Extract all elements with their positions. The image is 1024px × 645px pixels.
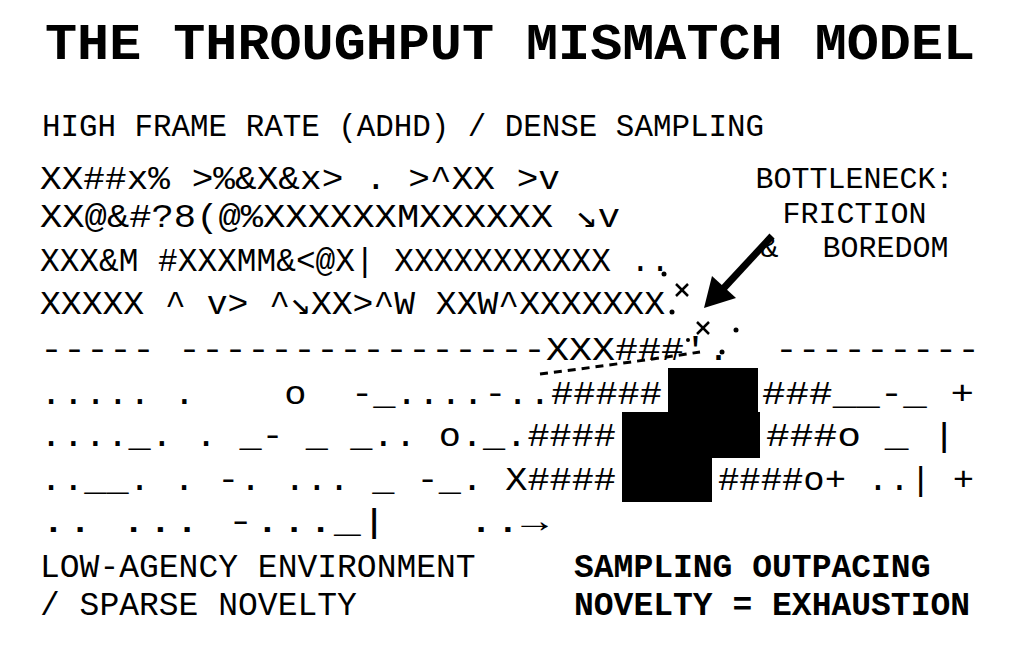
scatter-marks xyxy=(676,284,709,334)
ascii-row: XX##x% >%&X&x> . >^XX >v xyxy=(40,163,560,197)
ascii-row: ###__-_ + xyxy=(762,378,974,412)
conclusion-label: SAMPLING OUTPACING NOVELTY = EXHAUSTION xyxy=(574,550,1004,626)
ascii-divider: --------- xyxy=(775,334,980,368)
black-block xyxy=(622,456,712,502)
callout-label: BOTTLENECK: FRICTION & BOREDOM xyxy=(752,163,957,267)
ascii-row: ..... . o -_....-..##### xyxy=(40,378,662,412)
black-block xyxy=(668,368,758,414)
ascii-row: ...._. . _- _ _.. o._.#### xyxy=(40,420,616,454)
diagram-title: THE THROUGHPUT MISMATCH MODEL xyxy=(45,20,975,72)
ascii-row: ..__. . -. ... _ -_. X#### xyxy=(40,464,616,498)
black-block xyxy=(622,412,760,458)
ascii-row: ####o+ ..| + xyxy=(718,464,974,498)
ascii-row: XXXXX ^ v> ^↘XX>^W XXW^XXXXXXX xyxy=(40,288,665,322)
section-heading: LOW-AGENCY ENVIRONMENT / SPARSE NOVELTY xyxy=(40,550,510,626)
section-heading: HIGH FRAME RATE (ADHD) / DENSE SAMPLING xyxy=(42,112,764,143)
ascii-row: XX@&#?8(@%XXXXXXMXXXXXX ↘v xyxy=(40,201,620,235)
ascii-divider: ----- ----------------XXX###'. xyxy=(40,334,730,368)
ascii-row: XXX&M #XXXMM&<@X| XXXXXXXXXXX .. xyxy=(40,245,670,279)
ascii-row: .. ... -..._| ..→ xyxy=(40,506,548,540)
ascii-row: ###o _ | xyxy=(766,420,956,454)
